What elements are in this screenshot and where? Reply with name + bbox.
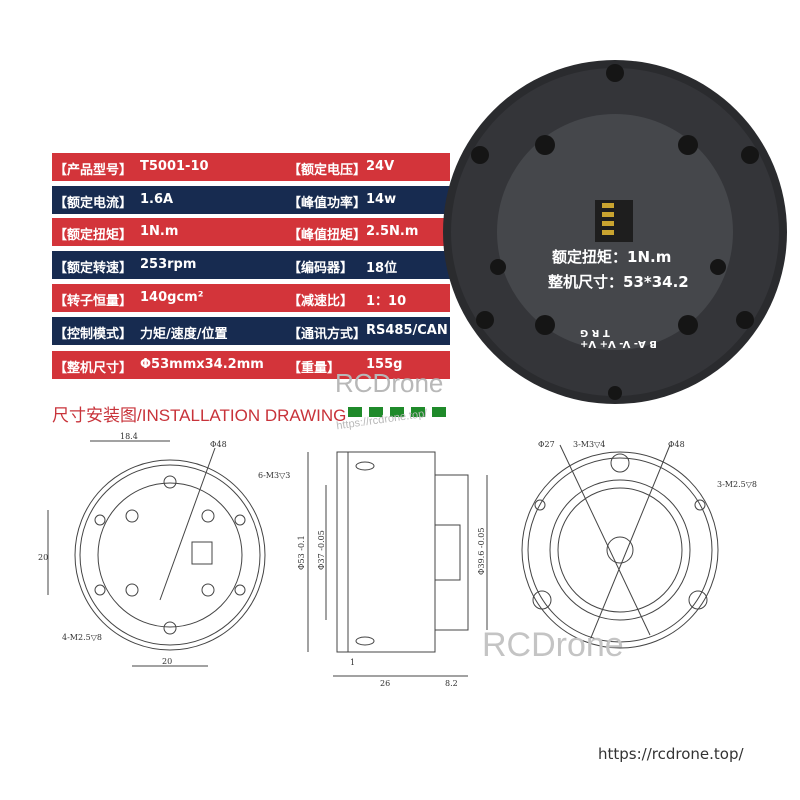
spec-value: 18位 <box>366 261 398 276</box>
installation-drawing: 18.4 Φ48 6-M3▽3 20 20 4-M2.5▽8 Φ53 -0.1 … <box>38 432 757 688</box>
spec-value: 1N.m <box>140 224 179 239</box>
photo-pin-labels: B A- V- V+ V+ <box>580 338 657 349</box>
dim-label: 1 <box>350 658 355 667</box>
dim-label: 3-M2.5▽8 <box>717 480 757 489</box>
dim-label: Φ48 <box>210 440 227 449</box>
spec-value: 1.6A <box>140 192 174 207</box>
spec-value: 24V <box>366 159 395 174</box>
spec-label: 【额定转速】 <box>54 261 133 276</box>
decor-square <box>411 407 425 417</box>
spec-label: 【产品型号】 <box>54 163 133 178</box>
spec-value: 2.5N.m <box>366 224 419 239</box>
spec-row: 【产品型号】 T5001-10 【额定电压】24V <box>52 153 450 181</box>
footer-url: https://rcdrone.top/ <box>598 745 744 763</box>
drawing-labels: 18.4 Φ48 6-M3▽3 20 20 4-M2.5▽8 Φ53 -0.1 … <box>38 432 757 688</box>
spec-row: 【控制模式】力矩/速度/位置 【通讯方式】RS485/CAN <box>52 317 450 345</box>
spec-label: 【重量】 <box>288 361 341 376</box>
dim-label: 3-M3▽4 <box>573 440 605 449</box>
decor-square <box>369 407 383 417</box>
spec-label: 【控制模式】 <box>54 327 133 342</box>
photo-size-text: 整机尺寸：53*34.2 <box>548 273 689 291</box>
photo-pin-labels-2: T R G <box>580 327 610 338</box>
dim-label: 4-M2.5▽8 <box>62 633 102 642</box>
dim-label: 6-M3▽3 <box>258 471 290 480</box>
watermark-brand-large: RCDrone <box>482 626 624 664</box>
dim-label: Φ48 <box>668 440 685 449</box>
spec-label: 【编码器】 <box>288 261 354 276</box>
section-title: 尺寸安装图/INSTALLATION DRAWING <box>52 406 347 425</box>
spec-value: 14w <box>366 192 397 207</box>
dim-label: Φ27 <box>538 440 555 449</box>
dim-label: 8.2 <box>445 679 458 688</box>
spec-value: T5001-10 <box>140 159 209 174</box>
spec-row: 【额定扭矩】 1N.m 【峰值扭矩】2.5N.m <box>52 218 450 246</box>
spec-row: 【转子恒量】 140gcm² 【减速比】 1：10 <box>52 284 450 312</box>
spec-value: 253rpm <box>140 257 197 272</box>
spec-value: 1：10 <box>366 294 407 309</box>
decor-square <box>390 407 404 417</box>
dim-label: Φ53 -0.1 <box>297 535 306 570</box>
spec-label: 【额定电压】 <box>288 163 367 178</box>
motor-photo: 额定扭矩：1N.m 整机尺寸：53*34.2 B A- V- V+ V+ T R… <box>430 55 800 409</box>
spec-label: 【减速比】 <box>288 294 354 309</box>
spec-label: 【额定扭矩】 <box>54 228 133 243</box>
spec-row: 【额定转速】 253rpm 【编码器】 18位 <box>52 251 450 279</box>
spec-label: 【转子恒量】 <box>54 294 133 309</box>
spec-value: 140gcm² <box>140 290 204 305</box>
spec-label: 【峰值扭矩】 <box>288 228 367 243</box>
spec-value: RS485/CAN <box>366 323 448 338</box>
decor-square <box>432 407 446 417</box>
spec-label: 【整机尺寸】 <box>54 361 133 376</box>
watermark-brand: RCDrone <box>335 368 444 398</box>
dim-label: Φ39.6 -0.05 <box>477 528 486 575</box>
spec-value: Φ53mmx34.2mm <box>140 357 264 372</box>
spec-label: 【峰值功率】 <box>288 196 367 211</box>
decor-square <box>348 407 362 417</box>
photo-torque-text: 额定扭矩：1N.m <box>552 248 672 266</box>
dim-label: 20 <box>38 553 48 562</box>
dim-label: 18.4 <box>120 432 138 441</box>
spec-row: 【额定电流】 1.6A 【峰值功率】14w <box>52 186 450 214</box>
spec-value: 力矩/速度/位置 <box>140 327 228 342</box>
dim-label: Φ37 -0.05 <box>317 530 326 570</box>
spec-value: 155g <box>366 357 403 372</box>
dim-label: 26 <box>380 679 390 688</box>
dim-label: 20 <box>162 657 172 666</box>
spec-row: 【整机尺寸】 Φ53mmx34.2mm 【重量】 155g <box>52 351 450 379</box>
spec-label: 【额定电流】 <box>54 196 133 211</box>
spec-label: 【通讯方式】 <box>288 327 367 342</box>
